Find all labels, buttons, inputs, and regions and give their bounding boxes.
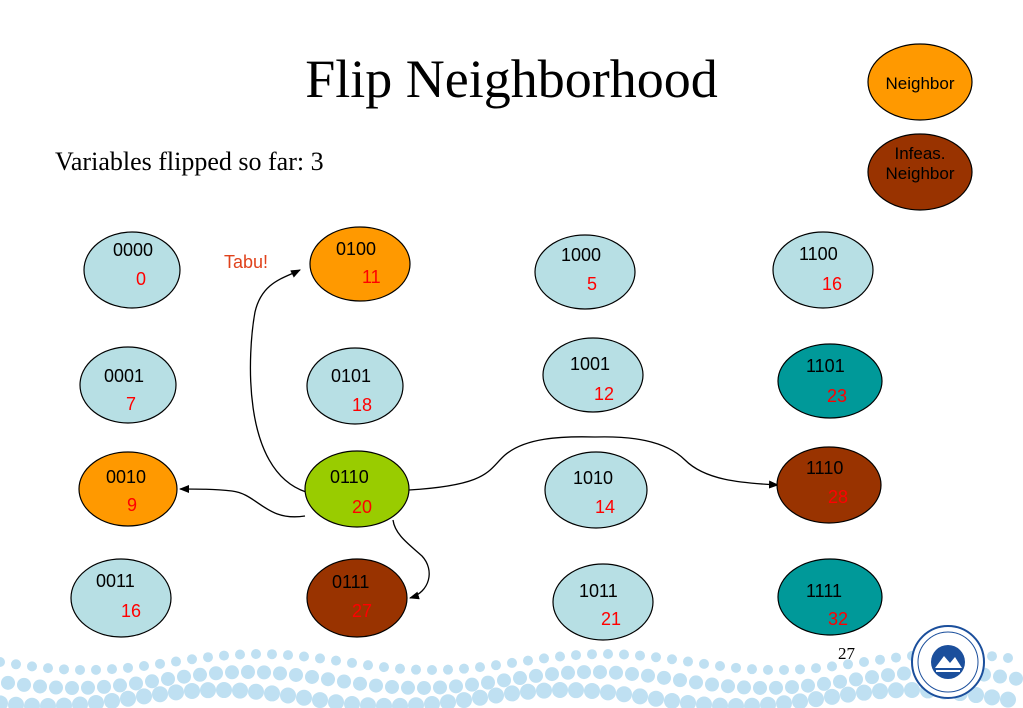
node-shape [772,231,874,309]
node-shape [309,226,411,302]
node-1010: 1010 14 [544,451,648,529]
node-1101: 1101 23 [777,343,883,419]
legend-infeasible-label-2: Neighbor [886,164,955,183]
edge-0110-0010 [179,485,306,518]
node-shape [534,234,636,310]
node-code: 0110 [330,467,369,487]
node-value: 5 [587,274,597,294]
node-shape [83,231,181,309]
node-value: 0 [136,269,146,289]
node-shape [79,346,177,424]
node-1001: 1001 12 [542,337,644,413]
node-code: 0010 [106,467,146,487]
node-shape [552,563,654,641]
page-title: Flip Neighborhood [305,49,718,109]
node-shape [70,558,172,638]
node-0001: 0001 7 [79,346,177,424]
node-value: 28 [828,487,848,507]
node-0111: 0111 27 [306,558,408,638]
node-value: 21 [601,609,621,629]
node-1111: 1111 32 [777,558,883,636]
node-code: 1011 [579,581,618,601]
node-value: 16 [822,274,842,294]
node-0101: 0101 18 [306,347,404,425]
node-0010: 0010 9 [78,451,178,527]
legend-infeasible-swatch [867,133,973,211]
node-0011: 0011 16 [70,558,172,638]
node-1000: 1000 5 [534,234,636,310]
node-shape [306,558,408,638]
legend-neighbor: Neighbor [867,43,973,121]
node-shape [78,451,178,527]
node-code: 1010 [573,468,613,488]
subtitle: Variables flipped so far: 3 [55,147,324,176]
node-code: 0100 [336,239,376,259]
legend-infeasible-neighbor: Infeas. Neighbor [867,133,973,211]
tabu-label: Tabu! [224,252,269,272]
legend-infeasible-label-1: Infeas. [894,144,945,163]
node-code: 0000 [113,240,153,260]
node-code: 0111 [332,572,369,592]
node-code: 0001 [104,366,144,386]
node-value: 14 [595,497,615,517]
node-value: 9 [127,495,137,515]
node-value: 27 [352,601,372,621]
node-shape [777,343,883,419]
edge-0110-1110 [408,436,779,491]
node-code: 0011 [96,571,135,591]
college-logo [911,625,985,699]
node-value: 11 [362,267,381,287]
slide-number: 27 [838,644,855,663]
node-value: 32 [828,609,848,629]
node-value: 12 [594,384,614,404]
legend: Neighbor Infeas. Neighbor [867,43,973,211]
node-shape [304,450,410,528]
node-0100: 0100 11 [309,226,411,302]
node-value: 16 [121,601,141,621]
node-value: 23 [827,386,847,406]
edge-0110-0111 [392,519,430,600]
node-code: 1111 [806,581,842,601]
node-value: 7 [126,394,136,414]
node-1110: 1110 28 [776,446,882,524]
node-code: 1110 [806,458,843,478]
edge-0110-0100 [249,269,307,493]
legend-neighbor-label: Neighbor [886,74,955,93]
node-value: 18 [352,395,372,415]
node-code: 1100 [799,244,838,264]
node-shape [542,337,644,413]
node-code: 1101 [806,356,845,376]
legend-neighbor-swatch [867,43,973,121]
node-0000: 0000 0 [83,231,181,309]
node-0110: 0110 20 [304,450,410,528]
node-code: 1000 [561,245,601,265]
node-code: 1001 [570,354,610,374]
node-1100: 1100 16 [772,231,874,309]
node-shape [777,558,883,636]
node-shape [776,446,882,524]
nodes: 0000 0 0001 7 0010 9 0011 16 0100 11 010… [70,226,883,641]
node-1011: 1011 21 [552,563,654,641]
edges [179,269,779,600]
node-code: 0101 [331,366,371,386]
node-value: 20 [352,497,372,517]
node-shape [544,451,648,529]
node-shape [306,347,404,425]
